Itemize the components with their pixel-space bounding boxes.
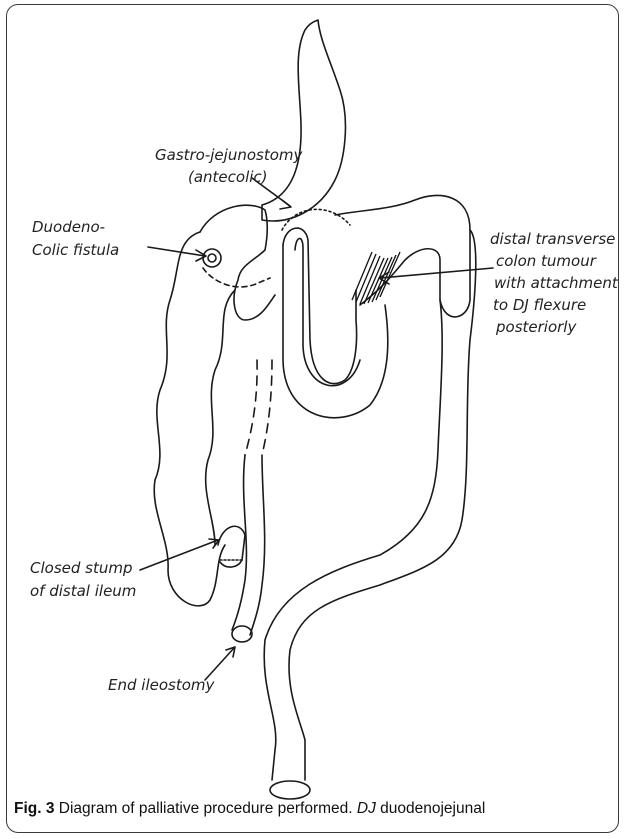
- ascending-colon: [154, 232, 225, 606]
- caption-text: Diagram of palliative procedure performe…: [54, 800, 356, 817]
- label-tumour-5: posteriorly: [495, 318, 577, 336]
- label-stump-2: of distal ileum: [30, 582, 136, 600]
- fistula-ring: [203, 249, 221, 267]
- label-duodeno-1: Duodeno-: [32, 218, 105, 236]
- stomach: [262, 20, 345, 221]
- caption-abbr: DJ: [357, 800, 376, 817]
- label-gastro-1: Gastro-jejunostomy: [155, 146, 304, 164]
- divided-ileum-dashed: [245, 360, 257, 455]
- label-duodeno-2: Colic fistula: [32, 241, 119, 259]
- anastomosis-stitches: [282, 209, 350, 230]
- caption-abbr-def: duodenojejunal: [376, 800, 485, 817]
- distal-end: [270, 781, 310, 799]
- jejunal-loop: [283, 228, 357, 384]
- fistula-opening: [208, 254, 216, 262]
- figure-caption: Fig. 3 Diagram of palliative procedure p…: [14, 800, 614, 818]
- label-tumour-1: distal transverse: [490, 230, 615, 248]
- label-stump-1: Closed stump: [30, 559, 133, 577]
- label-tumour-2: colon tumour: [496, 252, 597, 270]
- label-ileostomy: End ileostomy: [108, 676, 216, 694]
- caption-fig-label: Fig. 3: [14, 800, 54, 817]
- ileostomy-opening: [232, 626, 252, 642]
- label-tumour-3: with attachment: [494, 274, 619, 292]
- tumour-hatching: [352, 252, 400, 304]
- closed-stump: [218, 526, 245, 567]
- label-tumour-4: to DJ flexure: [493, 296, 586, 314]
- label-gastro-2: (antecolic): [188, 168, 268, 186]
- descending-colon: [289, 230, 476, 780]
